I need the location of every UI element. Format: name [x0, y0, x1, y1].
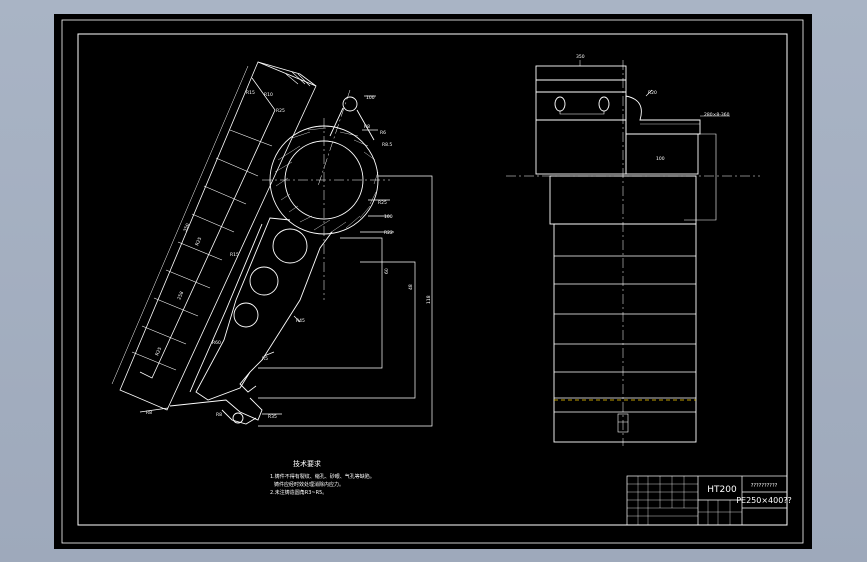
tech-requirements: 技术要求 1.铸件不得有裂纹、缩孔、砂眼、气孔等缺陷。 铸件应经时效处理消除内应…	[270, 459, 375, 496]
dim-label: R25	[276, 108, 285, 114]
dim-label: R8	[216, 412, 222, 418]
dimension-lines	[139, 95, 433, 427]
dim-label: R60	[212, 340, 221, 346]
outer-border	[61, 19, 804, 544]
dim-label: R8.5	[382, 142, 392, 148]
dim-label: 100	[366, 95, 375, 101]
dim-label: 100	[384, 214, 393, 220]
dim-label: 48	[408, 284, 414, 290]
side-view-center-lines	[506, 60, 760, 446]
dim-label: R25	[154, 346, 163, 357]
tech-requirement-line-2: 铸件应经时效处理消除内应力。	[274, 481, 344, 488]
dim-label: R25	[378, 200, 387, 206]
drawing-number: PE250×400??	[736, 496, 792, 505]
dim-label: 100	[656, 156, 665, 162]
center-lines	[262, 89, 390, 300]
dim-label: R35	[268, 414, 277, 420]
tech-requirement-line-3: 2.未注铸造圆角R3~R5。	[270, 489, 327, 496]
swing-jaw-body	[169, 96, 379, 425]
dim-label: 350	[576, 54, 585, 60]
company-name: ??????????	[751, 483, 778, 489]
dim-label: R10	[264, 92, 273, 98]
dim-label: R6	[380, 130, 386, 136]
tech-requirements-title: 技术要求	[293, 459, 321, 468]
dim-label: 118	[426, 295, 432, 304]
title-block	[626, 475, 788, 526]
dim-label: 60	[384, 268, 390, 274]
inner-border	[77, 33, 788, 526]
dim-label: R15	[246, 90, 255, 96]
tech-requirement-line-1: 1.铸件不得有裂纹、缩孔、砂眼、气孔等缺陷。	[270, 473, 375, 480]
drawing-sheet	[54, 14, 812, 549]
dim-label: R45	[296, 318, 305, 324]
side-view	[535, 60, 730, 443]
jaw-plate	[111, 61, 317, 411]
dim-label: R8	[146, 410, 152, 416]
left-view-dimension-labels: 100 R8 R6 R8.5 R25 100 R22 60 48 118 R25…	[146, 90, 432, 420]
dim-label: 258	[176, 290, 185, 300]
material-label: HT200	[707, 485, 737, 495]
dim-label: 350	[182, 222, 191, 232]
right-view-dimension-labels: 350 R20 100 280×8-360	[576, 54, 730, 162]
dim-label: 280×8-360	[704, 112, 730, 118]
dim-label: R22	[384, 230, 393, 236]
dim-label: R15	[230, 252, 239, 258]
dim-label: R25	[194, 236, 203, 247]
dim-label: R8	[364, 124, 370, 130]
dim-label: R20	[648, 90, 657, 96]
dim-label: R5	[262, 356, 268, 362]
